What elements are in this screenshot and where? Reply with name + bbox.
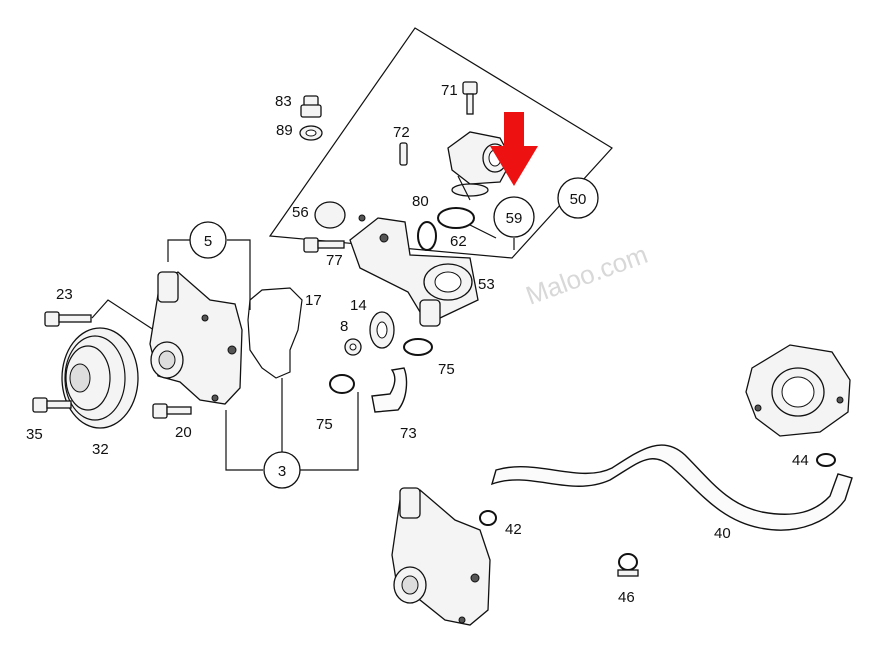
callout-5-line-left (167, 239, 190, 262)
label-32: 32 (92, 441, 109, 458)
label-89: 89 (276, 122, 293, 139)
clamp-part-75-lower (329, 374, 355, 394)
water-pump (149, 271, 243, 405)
throttle-body (745, 344, 851, 437)
water-pump-lower (391, 487, 491, 626)
label-42: 42 (505, 521, 522, 538)
label-75-lower: 75 (316, 416, 333, 433)
watermark: Maloo.com (522, 239, 652, 311)
thermostat-assembly-frame (268, 27, 613, 259)
callout-50-text: 50 (570, 191, 587, 208)
label-40: 40 (714, 525, 731, 542)
label-62: 62 (450, 233, 467, 250)
clamp-part-44 (816, 453, 836, 467)
label-72: 72 (393, 124, 410, 141)
cap-part-56 (314, 201, 346, 229)
bolt-part-23 (44, 311, 92, 327)
flange-part-14 (369, 311, 395, 349)
oring-part-62 (437, 207, 475, 229)
bolt-part-71 (462, 81, 478, 115)
callout-59-text: 59 (506, 210, 523, 227)
clamp-part-42 (479, 510, 497, 526)
label-80: 80 (412, 193, 429, 210)
callout-5-line-right (227, 239, 251, 310)
thermostat-cap (447, 131, 513, 201)
label-23: 23 (56, 286, 73, 303)
pulley-part-32 (61, 327, 139, 429)
plug-part-83 (300, 95, 322, 118)
bolt-part-35 (32, 397, 72, 413)
label-71: 71 (441, 82, 458, 99)
label-53: 53 (478, 276, 495, 293)
hose-part-73 (371, 367, 408, 413)
oring-part-80 (417, 221, 437, 251)
callout-50: 50 (557, 177, 599, 219)
bolt-part-20 (152, 403, 192, 419)
seal-part-8 (344, 338, 362, 356)
callout-3-line-left (225, 410, 263, 471)
label-44: 44 (792, 452, 809, 469)
label-77: 77 (326, 252, 343, 269)
bolt-part-77 (303, 237, 345, 253)
callout-3-line-right (300, 392, 359, 471)
label-20: 20 (175, 424, 192, 441)
thermostat-housing-part-53 (349, 214, 479, 327)
label-17: 17 (305, 292, 322, 309)
clamp-part-46 (617, 553, 639, 577)
clamp-part-75-upper (403, 338, 433, 356)
indicator-arrow (490, 112, 538, 186)
leader-23 (91, 299, 161, 335)
callout-5: 5 (189, 221, 227, 259)
label-75-upper: 75 (438, 361, 455, 378)
gasket-part-17 (247, 287, 303, 379)
callout-59-leader (469, 224, 497, 239)
label-14: 14 (350, 297, 367, 314)
callout-3: 3 (263, 451, 301, 489)
label-8: 8 (340, 318, 348, 335)
label-56: 56 (292, 204, 309, 221)
callout-5-text: 5 (204, 233, 212, 250)
hose-part-40 (490, 444, 853, 531)
pin-part-72 (399, 142, 408, 166)
callout-59: 59 (493, 196, 535, 238)
label-73: 73 (400, 425, 417, 442)
label-83: 83 (275, 93, 292, 110)
washer-part-89 (299, 125, 323, 141)
label-46: 46 (618, 589, 635, 606)
callout-3-text: 3 (278, 463, 286, 480)
label-35: 35 (26, 426, 43, 443)
